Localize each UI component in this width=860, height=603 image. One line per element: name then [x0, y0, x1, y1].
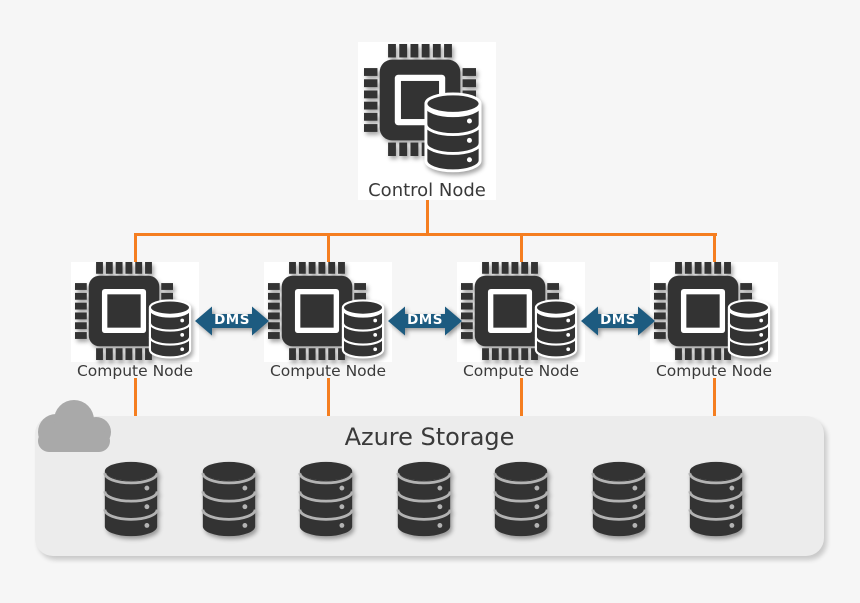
dms-label: DMS [600, 312, 636, 328]
storage-database-icon [202, 461, 255, 537]
database-icon [342, 300, 384, 358]
dms-label: DMS [214, 312, 250, 328]
compute-node-1: Compute Node [71, 262, 199, 384]
compute-node-label: Compute Node [462, 362, 580, 380]
compute-node-3: Compute Node [457, 262, 585, 384]
connector-drop-4 [712, 233, 716, 263]
database-icon [728, 300, 770, 358]
connector-control-drop [425, 200, 429, 236]
compute-node-label: Compute Node [655, 362, 773, 380]
connector-bus [133, 233, 717, 236]
cpu-database-icon [461, 262, 577, 360]
cpu-database-icon [364, 44, 481, 171]
storage-database-icon [689, 461, 743, 537]
cpu-database-icon [654, 262, 770, 360]
control-node: Control Node [358, 42, 496, 202]
cpu-database-icon [75, 262, 191, 360]
compute-node-label: Compute Node [269, 362, 387, 380]
dms-link-2: DMS [386, 303, 464, 339]
cpu-database-icon [268, 262, 384, 360]
storage-database-icon [299, 461, 353, 537]
dms-link-1: DMS [193, 303, 271, 339]
database-icon [535, 300, 577, 358]
storage-database-icon [104, 461, 158, 537]
storage-database-icon [397, 461, 450, 537]
compute-node-2: Compute Node [264, 262, 392, 384]
connector-storage-1 [133, 378, 137, 417]
azure-storage-label: Azure Storage [344, 423, 515, 451]
connector-storage-4 [712, 378, 716, 417]
connector-drop-1 [133, 233, 137, 263]
compute-node-label: Compute Node [76, 362, 194, 380]
dms-label: DMS [407, 312, 443, 328]
storage-database-icon [494, 461, 548, 537]
database-icon [425, 93, 481, 171]
dms-link-3: DMS [579, 303, 657, 339]
cloud-icon [38, 400, 111, 452]
connector-storage-2 [326, 378, 330, 417]
connector-drop-3 [519, 233, 523, 263]
connector-drop-2 [326, 233, 330, 263]
storage-database-icon [592, 461, 645, 537]
connector-storage-3 [519, 378, 523, 417]
control-node-label: Control Node [368, 180, 486, 201]
database-icon [149, 300, 191, 358]
compute-node-4: Compute Node [650, 262, 778, 384]
